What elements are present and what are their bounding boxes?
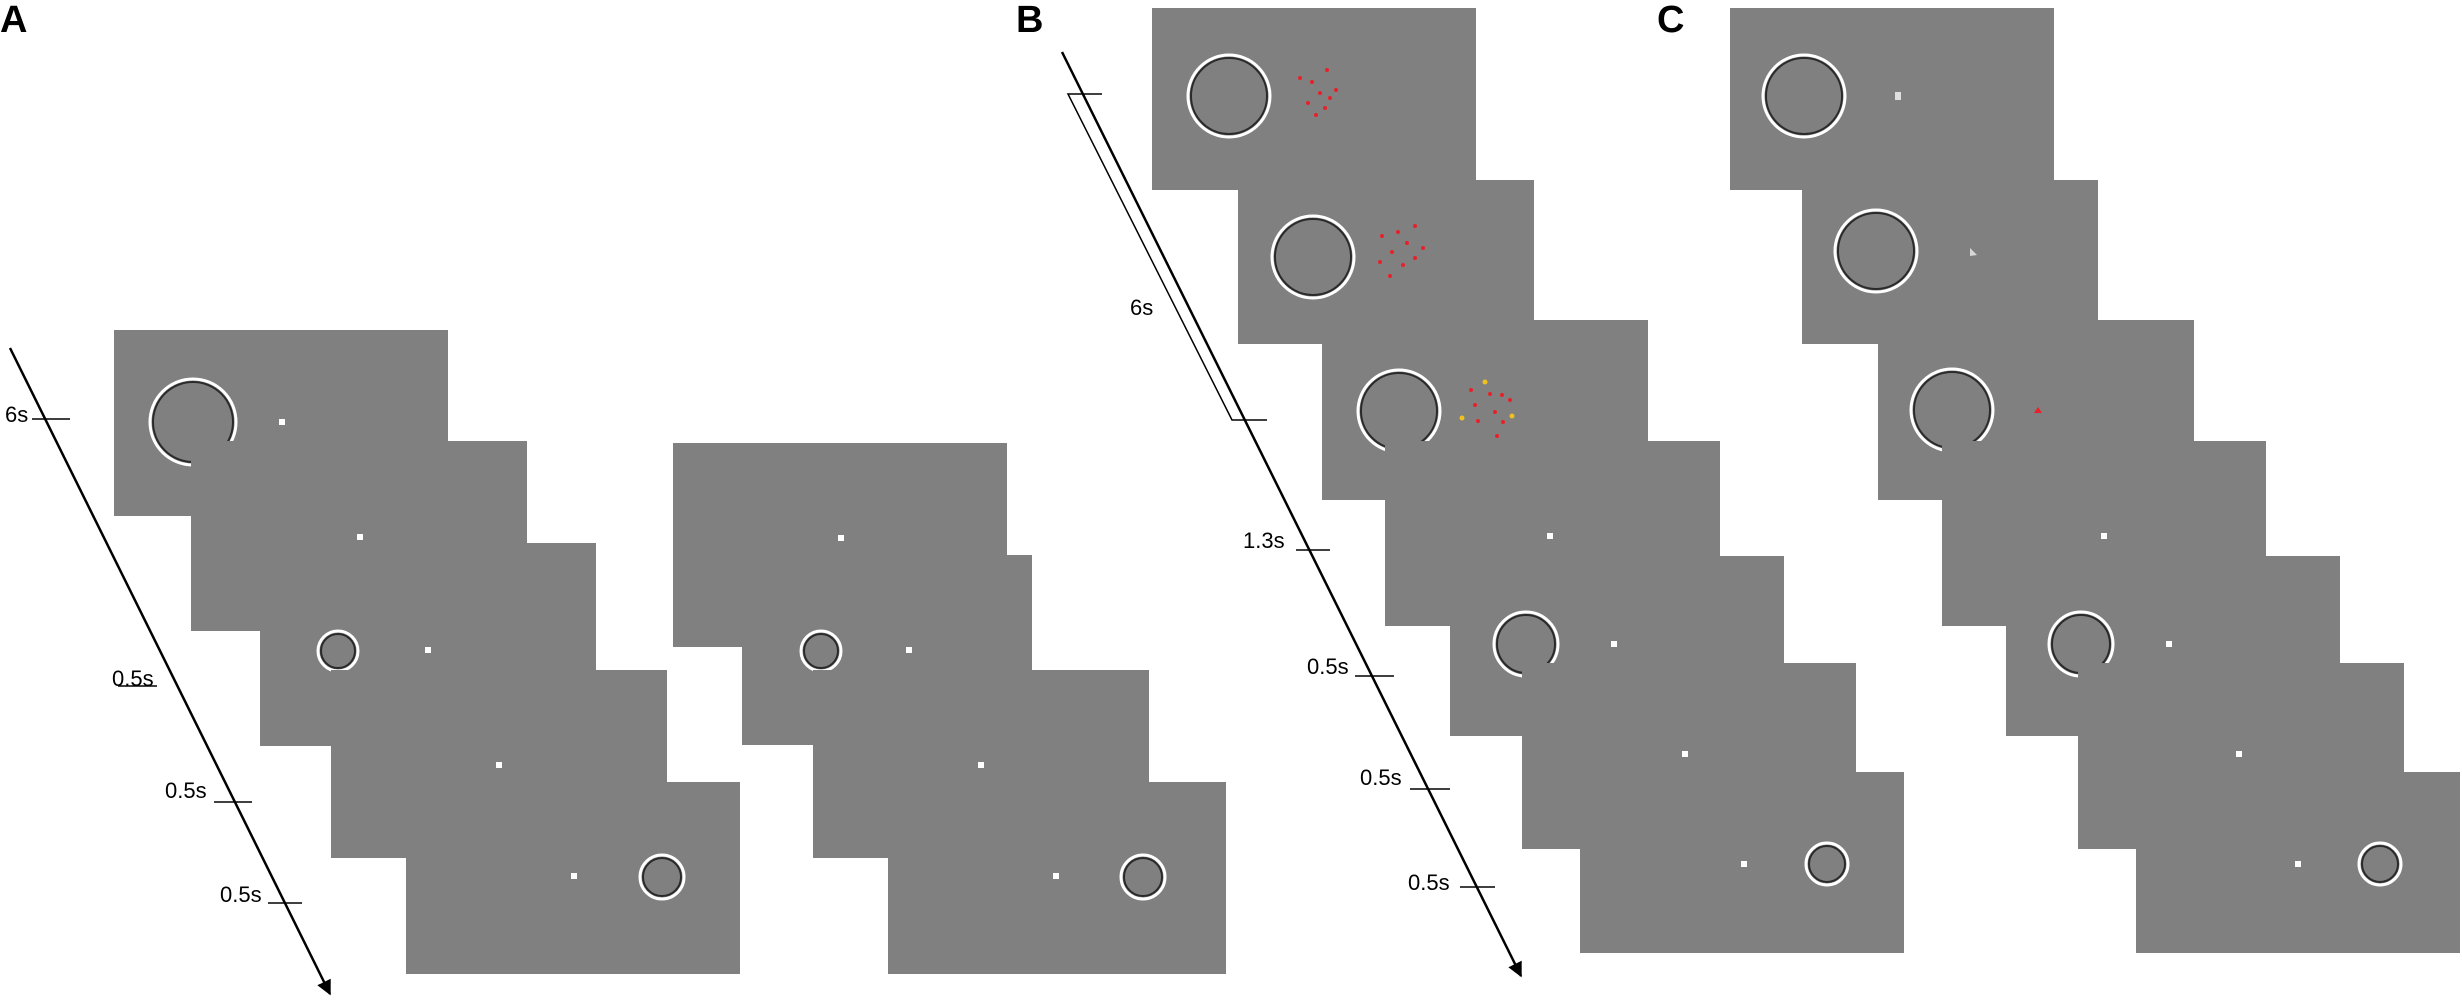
timeline-arrow — [8, 347, 332, 996]
arrow-cue — [1970, 248, 1977, 256]
time-label: 6s — [5, 402, 28, 427]
stimulus-circle — [1833, 208, 1919, 294]
fixation-dot — [838, 535, 844, 541]
stimulus-circle — [1119, 853, 1167, 901]
fixation-dot — [978, 762, 984, 768]
time-label: 6s — [1130, 295, 1153, 320]
screen — [1238, 180, 1534, 344]
screen — [406, 782, 740, 974]
fixation-dot — [496, 762, 502, 768]
fixation-dot — [1611, 641, 1617, 647]
panel-a: 6s 0.5s 0.5s 0.5s — [5, 330, 1226, 996]
duration-bracket — [1066, 93, 1267, 421]
stimulus-circle — [1909, 367, 1995, 453]
time-label: 0.5s — [1307, 654, 1349, 679]
stimulus-circle — [799, 629, 843, 673]
red-cue — [2034, 407, 2042, 413]
stimulus-circle — [2357, 841, 2403, 887]
fixation-dot — [1053, 873, 1059, 879]
time-label: 1.3s — [1243, 528, 1285, 553]
dot-cloud — [1459, 379, 1515, 438]
fixation-dot — [279, 419, 285, 425]
panel-label-a: A — [0, 0, 27, 41]
stimulus-circle — [1186, 53, 1272, 139]
time-label: 0.5s — [112, 666, 154, 691]
fixation-dot — [357, 534, 363, 540]
stimulus-circle — [316, 629, 360, 673]
screen — [888, 782, 1226, 974]
fixation-dot — [2101, 533, 2107, 539]
dot-cloud — [1298, 68, 1338, 117]
fixation-dot — [1741, 861, 1747, 867]
screen — [1730, 8, 2054, 190]
fixation-dot — [2295, 861, 2301, 867]
fixation-dot — [425, 647, 431, 653]
stimulus-circle — [1761, 53, 1847, 139]
panel-label-c: C — [1657, 0, 1684, 41]
fixation-dot — [1547, 533, 1553, 539]
screen — [1580, 772, 1904, 953]
panel-label-b: B — [1016, 0, 1043, 41]
fixation-dot — [2166, 641, 2172, 647]
stimulus-circle — [1356, 368, 1442, 454]
time-label: 0.5s — [165, 778, 207, 803]
dot-cloud — [1378, 224, 1425, 278]
digit-cue — [1895, 92, 1901, 100]
panel-b: 6s 1.3s 0.5s 0.5s 0.5s — [1060, 8, 1904, 978]
time-label: 0.5s — [220, 882, 262, 907]
stimulus-circle — [638, 853, 686, 901]
stimulus-circle — [1270, 214, 1356, 300]
fixation-dot — [2236, 751, 2242, 757]
time-label: 0.5s — [1408, 870, 1450, 895]
fixation-dot — [906, 647, 912, 653]
screen — [2136, 772, 2460, 953]
screen — [1152, 8, 1476, 190]
screen — [1802, 180, 2098, 344]
time-label: 0.5s — [1360, 765, 1402, 790]
fixation-dot — [571, 873, 577, 879]
fixation-dot — [1682, 751, 1688, 757]
timeline-arrow — [1060, 51, 1523, 978]
panel-c — [1730, 8, 2460, 953]
stimulus-circle — [1804, 841, 1850, 887]
